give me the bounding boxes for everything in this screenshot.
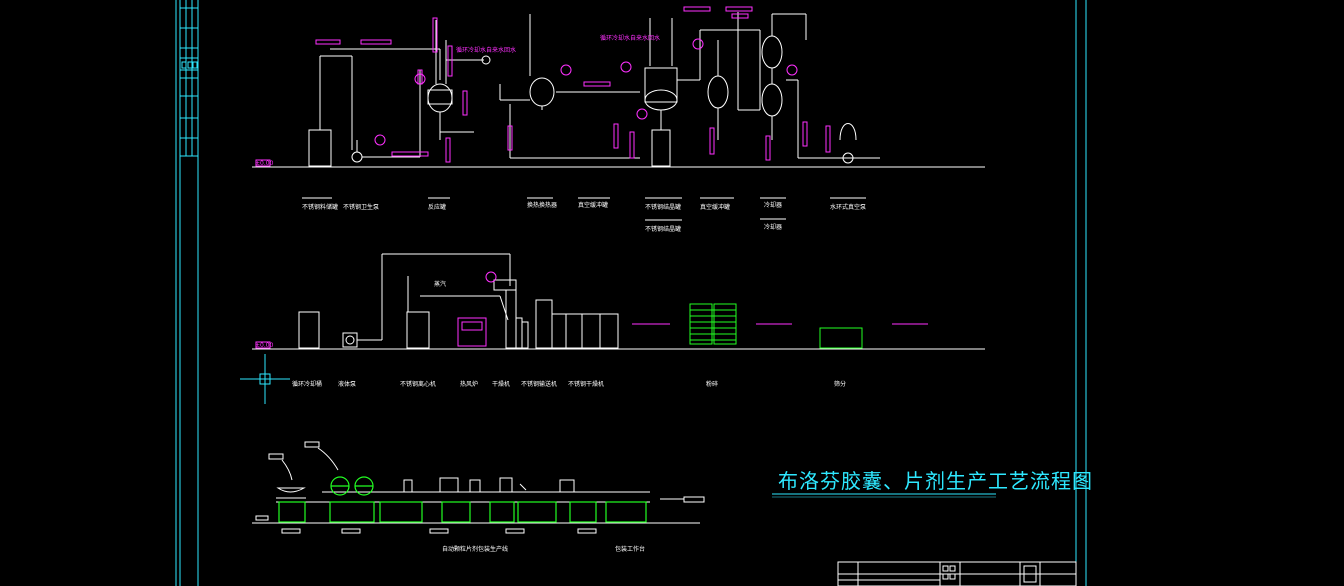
row1-label: 换热换热器 [527, 201, 557, 209]
row1-label: 真空缓冲罐 [700, 203, 730, 211]
cooling-tank [298, 311, 320, 349]
svg-text:蒸汽: 蒸汽 [434, 280, 446, 288]
row1-process [252, 12, 985, 168]
heat-exchanger [529, 77, 555, 107]
row1-label: 不锈钢卫生泵 [343, 203, 379, 211]
row1-annotations: 循环冷却水自来水回水 循环冷却水自来水回水 [456, 34, 660, 54]
packaging-station [605, 501, 647, 523]
row1-sub-label: 不锈钢结晶罐 [645, 225, 681, 233]
row1-label: 不锈钢结晶罐 [645, 203, 681, 211]
svg-text:液体泵: 液体泵 [338, 380, 356, 388]
centrifuge [406, 311, 430, 349]
svg-text:筛分: 筛分 [834, 380, 846, 388]
packaging-station [329, 501, 375, 523]
row1-labels: 不锈钢料储罐 不锈钢卫生泵 反应罐 换热换热器 真空缓冲罐 不锈钢结晶罐 不锈钢… [255, 160, 866, 233]
row1-label: 真空缓冲罐 [578, 201, 608, 209]
svg-text:循环冷却水自来水回水: 循环冷却水自来水回水 [600, 34, 660, 42]
water-ring-vacuum-pump [842, 152, 854, 164]
row2-crosshair [240, 354, 290, 404]
svg-text:粉碎: 粉碎 [706, 380, 718, 388]
row1-label: 水环式真空泵 [830, 203, 866, 211]
reactor-vessel [427, 83, 453, 113]
crystallizer-vessel [644, 89, 678, 111]
svg-text:不锈钢离心机: 不锈钢离心机 [400, 380, 436, 388]
row1-label: 冷却器 [764, 223, 782, 231]
stainless-storage-tank [308, 129, 332, 167]
row1-label: 冷却器 [764, 201, 782, 209]
drawing-title: 布洛芬胶囊、片剂生产工艺流程图 [778, 469, 1093, 493]
packaging-station [441, 501, 471, 523]
svg-text:自动颗粒片剂包装生产线: 自动颗粒片剂包装生产线 [442, 545, 508, 553]
packaging-station [278, 501, 306, 523]
sieve-table [819, 327, 863, 349]
svg-text:循环冷却水自来水回水: 循环冷却水自来水回水 [456, 46, 516, 54]
packaging-station [489, 501, 515, 523]
condenser-top [761, 35, 783, 69]
svg-text:不锈钢干燥机: 不锈钢干燥机 [568, 380, 604, 388]
drawing-frame [175, 0, 1087, 586]
stainless-conveyor [535, 299, 553, 349]
svg-text:循环冷却桶: 循环冷却桶 [292, 380, 322, 388]
condenser-bottom [761, 83, 783, 117]
svg-text:±0.00: ±0.00 [255, 342, 274, 349]
row2-process [252, 253, 985, 350]
liquid-pump [342, 332, 358, 348]
row1-tags [255, 6, 831, 167]
row1-label: 反应罐 [428, 203, 446, 211]
crushing-rack [689, 303, 713, 345]
title-block [837, 561, 1077, 586]
svg-text:包装工作台: 包装工作台 [615, 545, 645, 553]
row3-process [252, 441, 705, 534]
svg-text:热风炉: 热风炉 [460, 380, 478, 388]
packaging-station [379, 501, 423, 523]
row2-labels: 循环冷却桶 液体泵 不锈钢离心机 热风炉 干燥机 不锈钢输送机 不锈钢干燥机 粉… [255, 280, 846, 388]
elevation-mark: ±0.00 [255, 160, 274, 167]
vacuum-buffer-tank [707, 75, 729, 109]
row2-hot-air-oven [255, 271, 928, 349]
packaging-station [517, 501, 557, 523]
row2-racks [689, 303, 863, 349]
packaging-station [569, 501, 597, 523]
svg-text:不锈钢输送机: 不锈钢输送机 [521, 380, 557, 388]
row1-label: 不锈钢料储罐 [302, 203, 338, 211]
sanitary-pump [351, 151, 363, 163]
row3-labels: 自动颗粒片剂包装生产线 包装工作台 [442, 545, 645, 553]
row3-machines [278, 476, 647, 523]
svg-text:干燥机: 干燥机 [492, 380, 510, 388]
